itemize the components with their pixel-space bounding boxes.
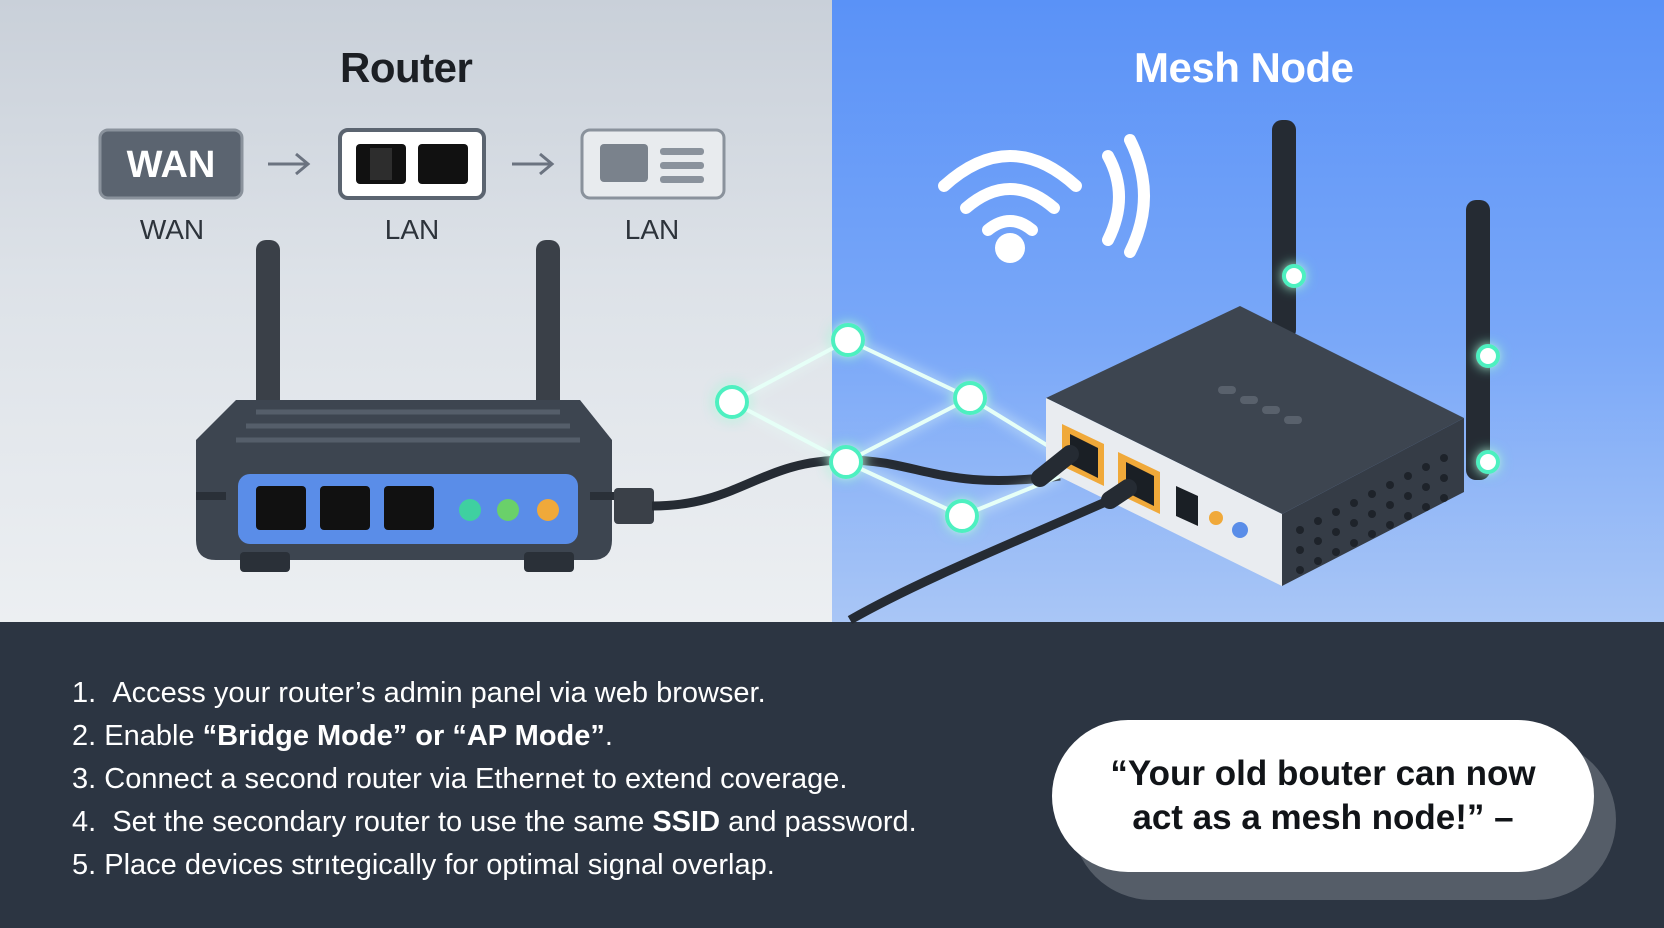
lan-port-icon	[338, 128, 486, 200]
lan-port-outline-icon	[580, 128, 726, 200]
mesh-node-icon	[1031, 120, 1500, 586]
router-title: Router	[340, 44, 473, 91]
step-item: 3. Connect a second router via Ethernet …	[72, 758, 972, 801]
quote-bubble: “Your old bouter can now act as a mesh n…	[1052, 720, 1594, 872]
step-text: Set the secondary router to use the same	[112, 806, 653, 838]
step-number: 4.	[72, 806, 97, 838]
step-number: 5.	[72, 849, 97, 881]
steps-list: 1. Access your router’s admin panel via …	[72, 672, 972, 887]
wifi-dot	[995, 233, 1025, 263]
step-text-end: and password.	[720, 806, 917, 838]
wan-badge-text: WAN	[127, 144, 216, 186]
wan-badge-icon: WAN	[98, 128, 244, 200]
wifi-icon	[938, 134, 1150, 258]
step-item: 2. Enable “Bridge Mode” or “AP Mode”.	[72, 715, 972, 758]
arrow-right-icon	[512, 152, 555, 176]
ethernet-cable-icon	[847, 495, 1112, 624]
step-item: 1. Access your router’s admin panel via …	[72, 672, 972, 715]
step-text: Enable	[104, 720, 203, 752]
step-number: 3.	[72, 763, 97, 795]
step-item: 4. Set the secondary router to use the s…	[72, 801, 972, 844]
step-item: 5. Place devices strıtegically for optim…	[72, 844, 972, 887]
mesh-network-icon	[715, 323, 1061, 533]
step-text: Connect a second router via Ethernet to …	[104, 763, 848, 795]
wan-label: WAN	[139, 214, 205, 245]
lan-label: LAN	[384, 214, 440, 245]
mesh-node-title: Mesh Node	[1134, 44, 1354, 91]
arrow-right-icon	[268, 152, 311, 176]
step-text-end: .	[604, 720, 613, 752]
step-text: Place devices strıtegically for optimal …	[104, 849, 775, 881]
step-bold-text: “Bridge Mode” or “AP Mode”	[202, 720, 605, 752]
quote-text: “Your old bouter can now act as a mesh n…	[1110, 754, 1536, 837]
step-number: 2.	[72, 720, 97, 752]
step-bold-text: SSID	[652, 806, 721, 838]
step-text: Access your router’s admin panel via web…	[112, 677, 766, 709]
step-number: 1.	[72, 677, 97, 709]
lan-label: LAN	[624, 214, 680, 245]
router-icon	[196, 240, 654, 572]
